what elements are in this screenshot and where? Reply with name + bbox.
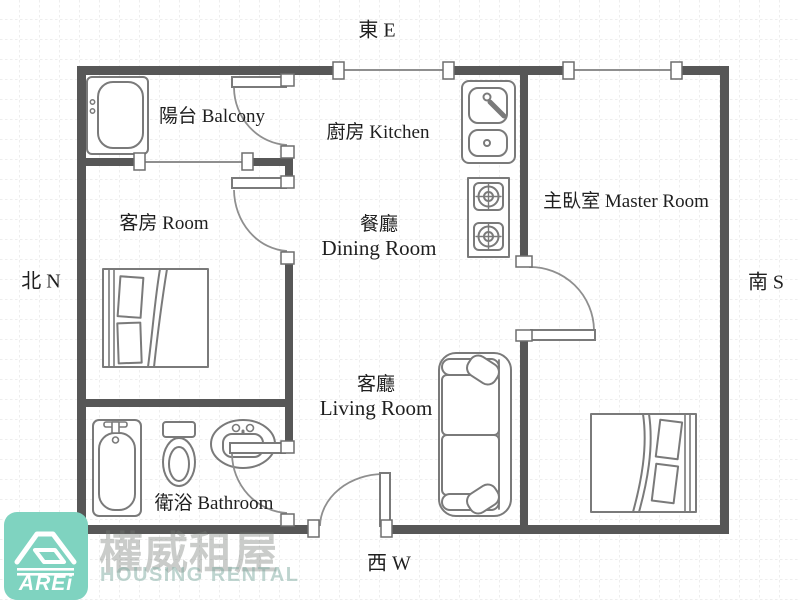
toilet-icon xyxy=(162,421,196,487)
sofa-icon xyxy=(438,352,512,517)
walls xyxy=(77,66,729,534)
door-leaf-master xyxy=(530,329,596,341)
windows xyxy=(145,69,672,163)
compass-south: 南 S xyxy=(747,271,785,294)
bathtub-icon xyxy=(92,419,142,517)
bed-icon xyxy=(590,413,697,513)
room-label-bathroom: 衛浴 Bathroom xyxy=(154,493,274,515)
watermark-en: HOUSING RENTAL xyxy=(100,564,300,586)
room-label-dining: 餐廳 Dining Room xyxy=(322,214,437,260)
room-label-living: 客廳 Living Room xyxy=(320,374,433,420)
compass-east: 東 E xyxy=(358,19,396,42)
room-label-kitchen: 廚房 Kitchen xyxy=(326,122,430,144)
washing-machine-icon xyxy=(86,76,149,155)
door-arcs xyxy=(231,87,595,527)
house-logo-icon xyxy=(14,531,77,576)
door-leaf-bathroom xyxy=(229,442,286,454)
room-label-dining-en: Dining Room xyxy=(321,235,437,260)
room-label-balcony: 陽台 Balcony xyxy=(158,106,266,128)
door-leaf-entry xyxy=(379,472,391,527)
room-label-guest-room: 客房 Room xyxy=(119,213,209,235)
door-leaf-balcony xyxy=(231,76,287,88)
door-arc-entry xyxy=(319,473,385,527)
room-label-living-zh: 客廳 xyxy=(356,374,395,396)
kitchen-sink-icon xyxy=(461,80,516,164)
room-label-master: 主臥室 Master Room xyxy=(543,191,709,213)
watermark-zh: 權威租屋 xyxy=(99,529,279,578)
logo-brand-text: AREi xyxy=(18,572,74,595)
agency-logo: AREi xyxy=(4,512,88,600)
compass-west: 西 W xyxy=(367,552,411,575)
room-label-living-en: Living Room xyxy=(319,395,433,420)
wall-jambs xyxy=(133,61,683,538)
door-leaf-guest-room xyxy=(231,177,287,189)
door-arc-bathroom xyxy=(231,453,288,514)
door-arc-guest-room xyxy=(233,189,288,252)
stove-icon xyxy=(467,177,510,258)
door-arc-balcony xyxy=(233,87,288,146)
door-arc-master xyxy=(528,266,595,331)
room-label-dining-zh: 餐廳 xyxy=(359,214,398,236)
bed-icon xyxy=(102,268,209,368)
compass-north: 北 N xyxy=(21,270,61,293)
